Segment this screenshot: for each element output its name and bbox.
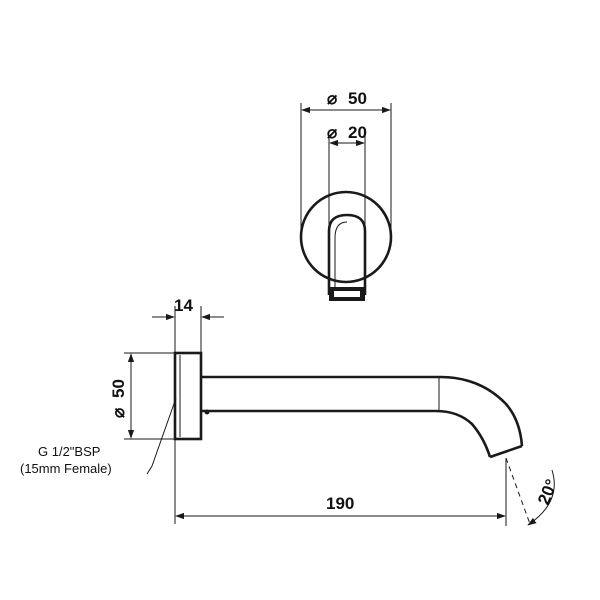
diameter-symbol-1: ⌀ — [327, 89, 338, 108]
connection-note-line2: (15mm Female) — [20, 461, 112, 476]
spout-outlet-face — [489, 444, 523, 459]
spout-length-label: 190 — [326, 494, 354, 513]
flange — [173, 351, 203, 441]
spout-body-bottom — [201, 409, 492, 458]
diameter-symbol-3: ⌀ — [109, 407, 128, 418]
connection-leader — [146, 397, 177, 475]
flow-line-angled — [505, 457, 531, 525]
spout-pipe-inner-line — [334, 221, 348, 295]
label-outer-diameter: ⌀ 50 — [327, 89, 367, 108]
label-inner-diameter: ⌀ 20 — [327, 123, 367, 142]
diameter-symbol-2: ⌀ — [327, 123, 338, 142]
top-view: ⌀ 50 ⌀ 20 — [299, 89, 393, 301]
connection-note-line1: G 1/2"BSP — [38, 444, 100, 459]
inner-diameter-value: 20 — [348, 123, 367, 142]
label-flange-diameter: ⌀ 50 — [109, 379, 128, 418]
flange-diameter-value: 50 — [109, 379, 128, 398]
outer-diameter-value: 50 — [348, 89, 367, 108]
spout-body-top — [201, 375, 524, 447]
spout-outlet-ring — [334, 291, 360, 297]
flange-thickness-label: 14 — [174, 296, 193, 315]
angle-arc — [527, 469, 555, 526]
spout-angle-label: 20° — [534, 476, 561, 507]
side-view: 14 ⌀ 50 190 20° G 1/2"BSP (15mm Female) — [20, 296, 561, 530]
wall-plate-circle — [299, 190, 393, 284]
spout-pipe-outline — [327, 213, 367, 295]
